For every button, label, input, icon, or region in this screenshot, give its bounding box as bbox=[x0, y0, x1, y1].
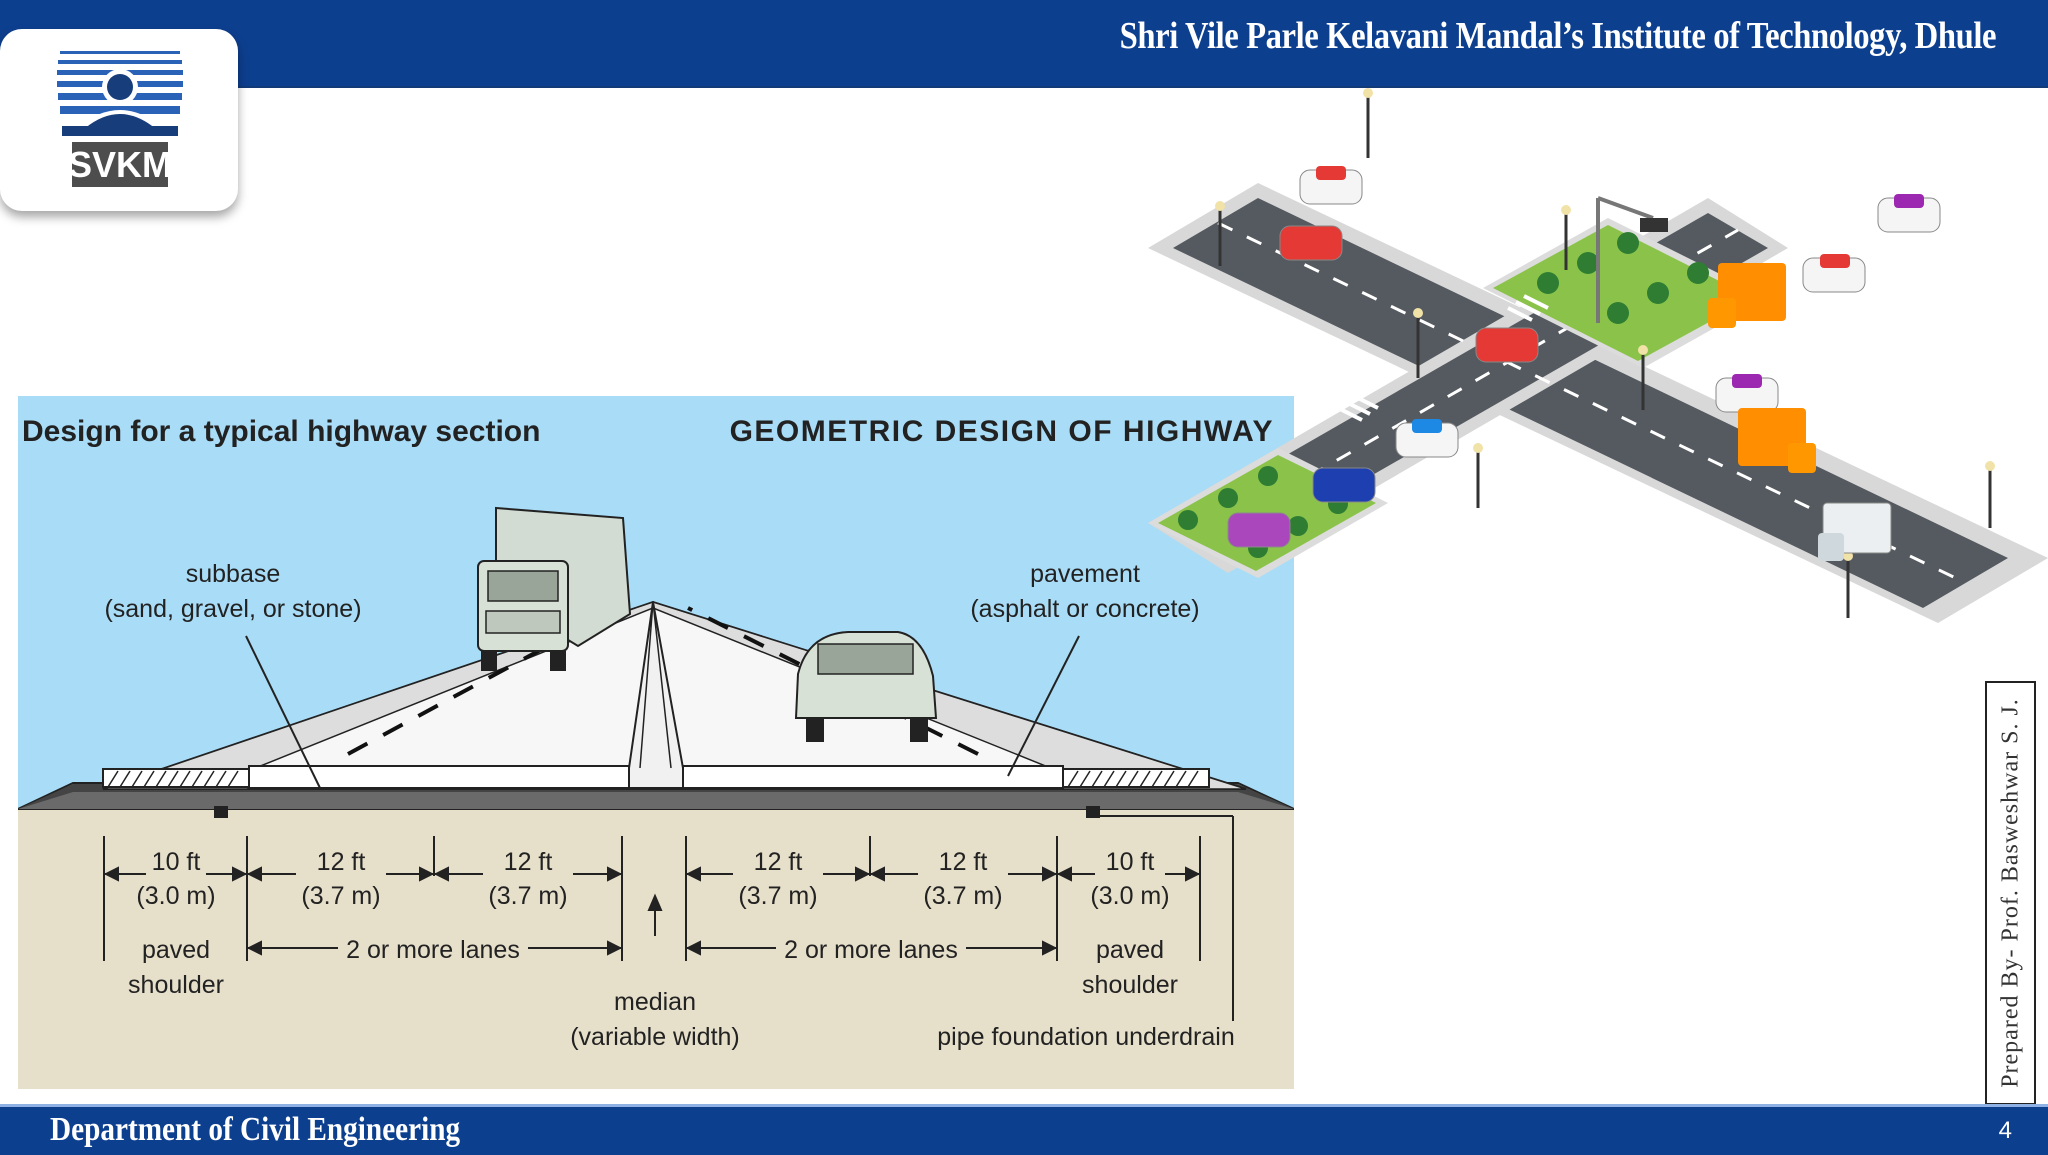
logo-card: SVKM bbox=[0, 29, 238, 211]
subbase-label: subbase bbox=[186, 560, 281, 588]
institute-title: Shri Vile Parle Kelavani Mandal’s Instit… bbox=[1119, 15, 1997, 57]
footer-bar: Department of Civil Engineering 4 bbox=[0, 1104, 2048, 1155]
paved-shoulder-left-line2: shoulder bbox=[128, 971, 224, 999]
city-cars bbox=[1227, 166, 1941, 561]
dim-0-ft: 10 ft bbox=[152, 848, 201, 876]
left-title: Design for a typical highway section bbox=[22, 415, 540, 448]
underdrain-label: pipe foundation underdrain bbox=[937, 1023, 1234, 1051]
lanes-label-left: 2 or more lanes bbox=[346, 936, 520, 964]
paved-shoulder-right-line1: paved bbox=[1096, 936, 1164, 964]
lanes-label-right: 2 or more lanes bbox=[784, 936, 958, 964]
svkm-reader-logo-icon: SVKM bbox=[57, 51, 183, 187]
dim-2-ft: 12 ft bbox=[504, 848, 553, 876]
department-label: Department of Civil Engineering bbox=[50, 1111, 461, 1148]
logo-text: SVKM bbox=[68, 144, 172, 185]
dim-3-m: (3.7 m) bbox=[738, 882, 817, 910]
page-number: 4 bbox=[1998, 1117, 2012, 1144]
dim-5-m: (3.0 m) bbox=[1090, 882, 1169, 910]
paved-shoulder-left-line1: paved bbox=[142, 936, 210, 964]
right-title: GEOMETRIC DESIGN OF HIGHWAY bbox=[730, 415, 1274, 448]
truck-icon bbox=[477, 506, 632, 671]
dim-1-ft: 12 ft bbox=[317, 848, 366, 876]
subbase-detail: (sand, gravel, or stone) bbox=[104, 595, 361, 623]
median-detail: (variable width) bbox=[570, 1023, 740, 1051]
prepared-by-box: Prepared By- Prof. Basweshwar S. J. bbox=[1985, 681, 2036, 1105]
dim-0-m: (3.0 m) bbox=[136, 882, 215, 910]
dim-3-ft: 12 ft bbox=[754, 848, 803, 876]
median-label: median bbox=[614, 988, 696, 1016]
dim-5-ft: 10 ft bbox=[1106, 848, 1155, 876]
pavement-label: pavement bbox=[1030, 560, 1140, 588]
pavement-detail: (asphalt or concrete) bbox=[970, 595, 1199, 623]
prepared-by-text: Prepared By- Prof. Basweshwar S. J. bbox=[1997, 698, 2023, 1088]
intersection-illustration bbox=[1148, 88, 2048, 623]
dim-1-m: (3.7 m) bbox=[301, 882, 380, 910]
dim-2-m: (3.7 m) bbox=[488, 882, 567, 910]
dim-4-ft: 12 ft bbox=[939, 848, 988, 876]
highway-section-diagram: Design for a typical highway section GEO… bbox=[18, 396, 1294, 1089]
dim-4-m: (3.7 m) bbox=[923, 882, 1002, 910]
car-icon bbox=[794, 631, 938, 742]
header-bar: Shri Vile Parle Kelavani Mandal’s Instit… bbox=[0, 0, 2048, 88]
paved-shoulder-right-line2: shoulder bbox=[1082, 971, 1178, 999]
